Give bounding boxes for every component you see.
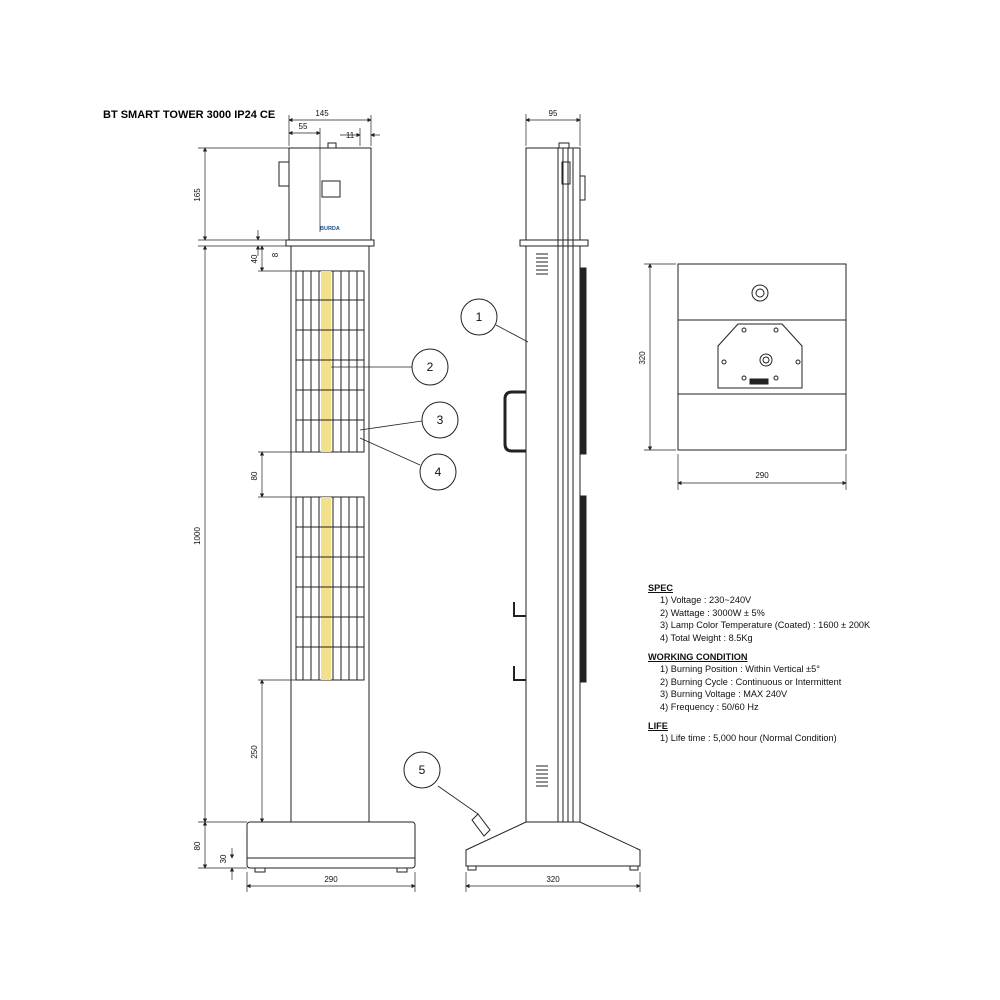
front-dimension-labels: 145 55 11 165 8 40 80 250 1000 80 30 290 <box>193 109 355 884</box>
side-reflector-upper <box>579 267 587 455</box>
working-condition-item: 1) Burning Position : Within Vertical ±5… <box>660 664 820 675</box>
working-condition-item: 3) Burning Voltage : MAX 240V <box>660 689 788 700</box>
front-collar <box>285 239 375 247</box>
top-knob <box>327 142 337 149</box>
side-head-box <box>525 147 581 241</box>
callout-1: 1 <box>460 298 498 336</box>
spec-item: 2) Wattage : 3000W ± 5% <box>660 607 765 618</box>
side-reflector-lower <box>579 495 587 683</box>
spec-item: 4) Total Weight : 8.5Kg <box>660 632 753 643</box>
side-foot-right <box>629 865 639 871</box>
foot-right <box>396 867 408 873</box>
callout-4: 4 <box>419 453 457 491</box>
side-top-knob <box>558 142 570 149</box>
callout-3: 3 <box>421 401 459 439</box>
upper-grille-bars <box>296 271 364 452</box>
dim-lower-gap: 250 <box>250 745 259 759</box>
cord-hook-upper <box>513 602 526 617</box>
life-item: 1) Life time : 5,000 hour (Normal Condit… <box>660 733 837 744</box>
spec-panel: SPEC 1) Voltage : 230~240V 2) Wattage : … <box>648 582 948 745</box>
dim-head-height: 165 <box>193 188 202 202</box>
spec-header: SPEC <box>648 583 674 593</box>
callout-2: 2 <box>411 348 449 386</box>
dim-front-width-top: 145 <box>315 109 329 118</box>
power-plug <box>471 813 491 837</box>
drawing-title: BT SMART TOWER 3000 IP24 CE <box>103 109 275 121</box>
side-collar <box>519 239 589 247</box>
dim-base-height: 80 <box>193 841 202 850</box>
display-window <box>321 180 341 198</box>
front-view <box>246 142 416 873</box>
side-view <box>465 142 641 871</box>
working-condition-item: 2) Burning Cycle : Continuous or Intermi… <box>660 676 842 687</box>
callout-1-label: 1 <box>476 310 483 324</box>
dim-base-foot: 30 <box>219 854 228 863</box>
top-knob-circle <box>751 284 769 302</box>
life-header: LIFE <box>648 721 668 732</box>
dim-top-gap: 40 <box>250 254 259 263</box>
cord-hook-lower <box>513 666 526 681</box>
spec-item: 1) Voltage : 230~240V <box>660 595 752 606</box>
hook-icon <box>278 161 290 187</box>
upper-lamp-tube <box>321 271 331 452</box>
callouts <box>331 324 529 815</box>
top-view <box>677 263 847 451</box>
foot-left <box>254 867 266 873</box>
dim-base-width-front: 290 <box>324 875 338 884</box>
callout-2-label: 2 <box>427 360 434 374</box>
dim-top-view-depth: 320 <box>638 351 647 365</box>
dim-mid-gap: 80 <box>250 471 259 480</box>
callout-5-label: 5 <box>419 763 426 777</box>
side-vents-lower <box>536 765 548 787</box>
spec-item: 3) Lamp Color Temperature (Coated) : 160… <box>660 620 871 631</box>
dim-front-offset: 55 <box>299 122 308 131</box>
side-clip <box>579 175 586 201</box>
side-vents-upper <box>536 253 548 275</box>
side-hook-icon <box>561 161 571 185</box>
front-dimensions <box>198 115 416 892</box>
working-condition-item: 4) Frequency : 50/60 Hz <box>660 701 759 712</box>
front-base <box>246 821 416 869</box>
side-handle <box>503 390 526 453</box>
side-base <box>465 821 641 867</box>
dim-front-right-gap: 11 <box>346 131 355 140</box>
dim-body-height: 1000 <box>193 527 202 545</box>
callout-4-label: 4 <box>435 465 442 479</box>
working-condition-header: WORKING CONDITION <box>648 652 748 663</box>
dim-top-view-width: 290 <box>755 471 769 480</box>
side-dimensions <box>465 114 641 892</box>
callout-5: 5 <box>403 751 441 789</box>
lower-lamp-tube <box>321 497 331 680</box>
lower-grille-bars <box>296 497 364 680</box>
dim-side-base-width: 320 <box>546 875 560 884</box>
mount-bracket <box>717 323 803 389</box>
side-body <box>525 245 581 823</box>
dim-collar: 8 <box>271 252 280 257</box>
callout-3-label: 3 <box>437 413 444 427</box>
top-view-outline <box>677 263 847 451</box>
top-view-dimensions <box>644 263 847 490</box>
dim-side-depth-top: 95 <box>549 109 558 118</box>
side-foot-left <box>467 865 477 871</box>
brand-logo: BURDA <box>320 226 340 232</box>
